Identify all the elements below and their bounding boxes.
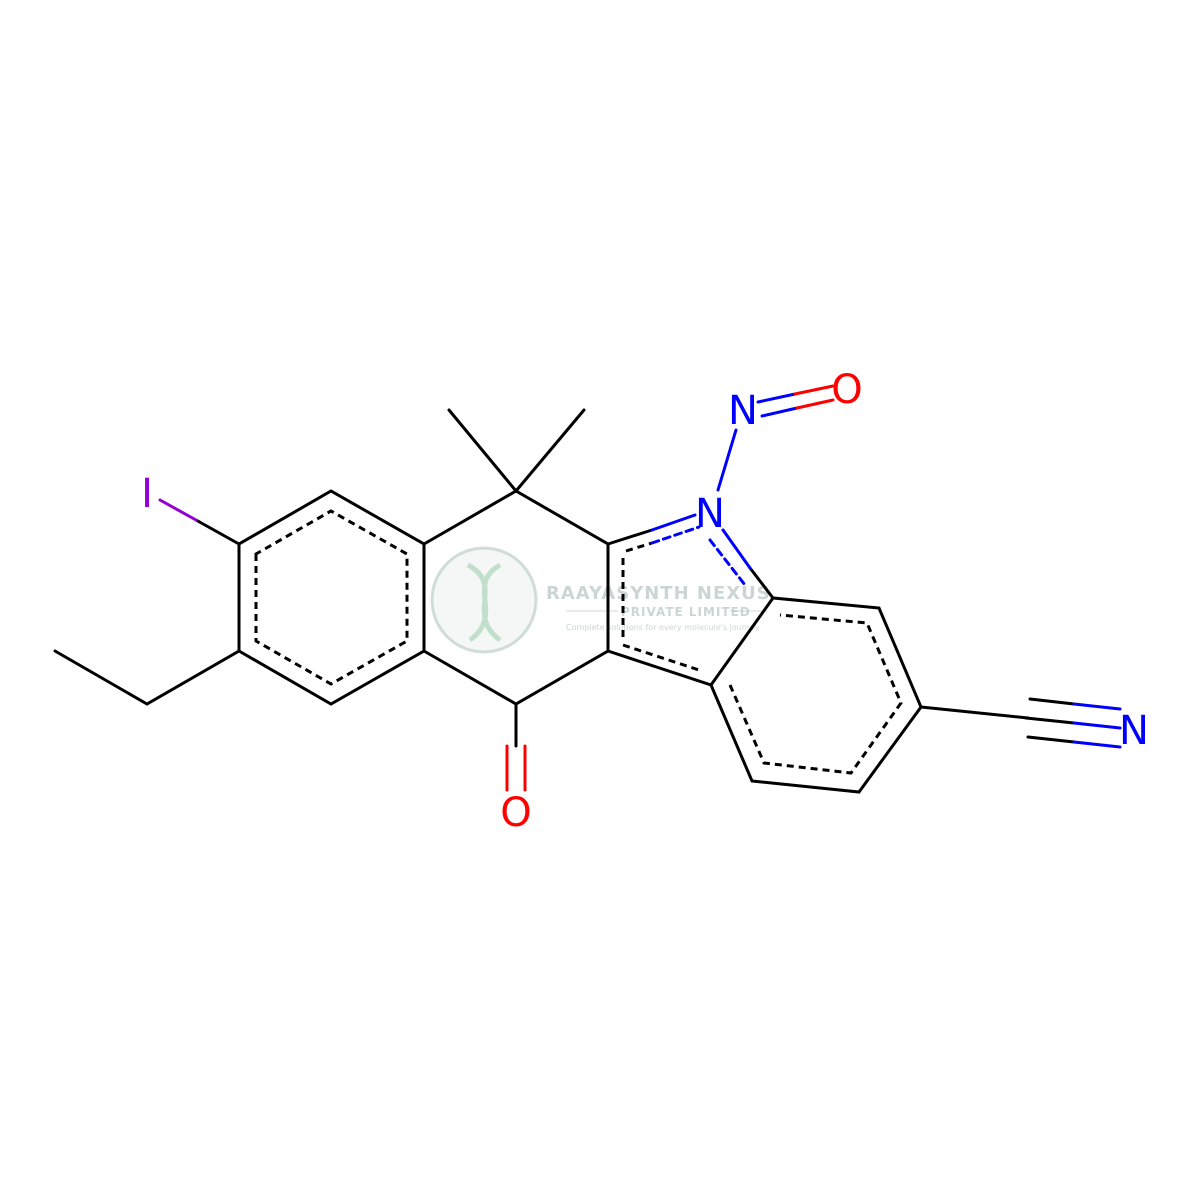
watermark-subtitle: PRIVATE LIMITED: [621, 605, 751, 619]
watermark-logo: RAAYASYNTH NEXUS PRIVATE LIMITED Complet…: [430, 546, 771, 654]
bonds-oxygen: [505, 384, 835, 792]
atom-nitroso-oxygen: O: [831, 367, 862, 413]
atom-iodine: I: [141, 471, 153, 517]
atom-nitroso-nitrogen: N: [728, 388, 758, 434]
watermark-title: RAAYASYNTH NEXUS: [546, 583, 771, 604]
atom-indole-nitrogen: N: [695, 491, 725, 537]
watermark-tagline: Complete solutions for every molecule's …: [566, 623, 760, 632]
atom-ketone-oxygen: O: [500, 790, 531, 836]
bonds-nitrogen: [650, 392, 1122, 749]
atom-labels: I N N O O N: [141, 367, 1149, 836]
bonds-carbon: [53, 408, 1076, 794]
bonds-iodine: [158, 498, 198, 522]
watermark-helix-icon: [466, 562, 502, 643]
atom-nitrile-nitrogen: N: [1119, 708, 1149, 754]
bonds-aromatic: [254, 509, 903, 775]
